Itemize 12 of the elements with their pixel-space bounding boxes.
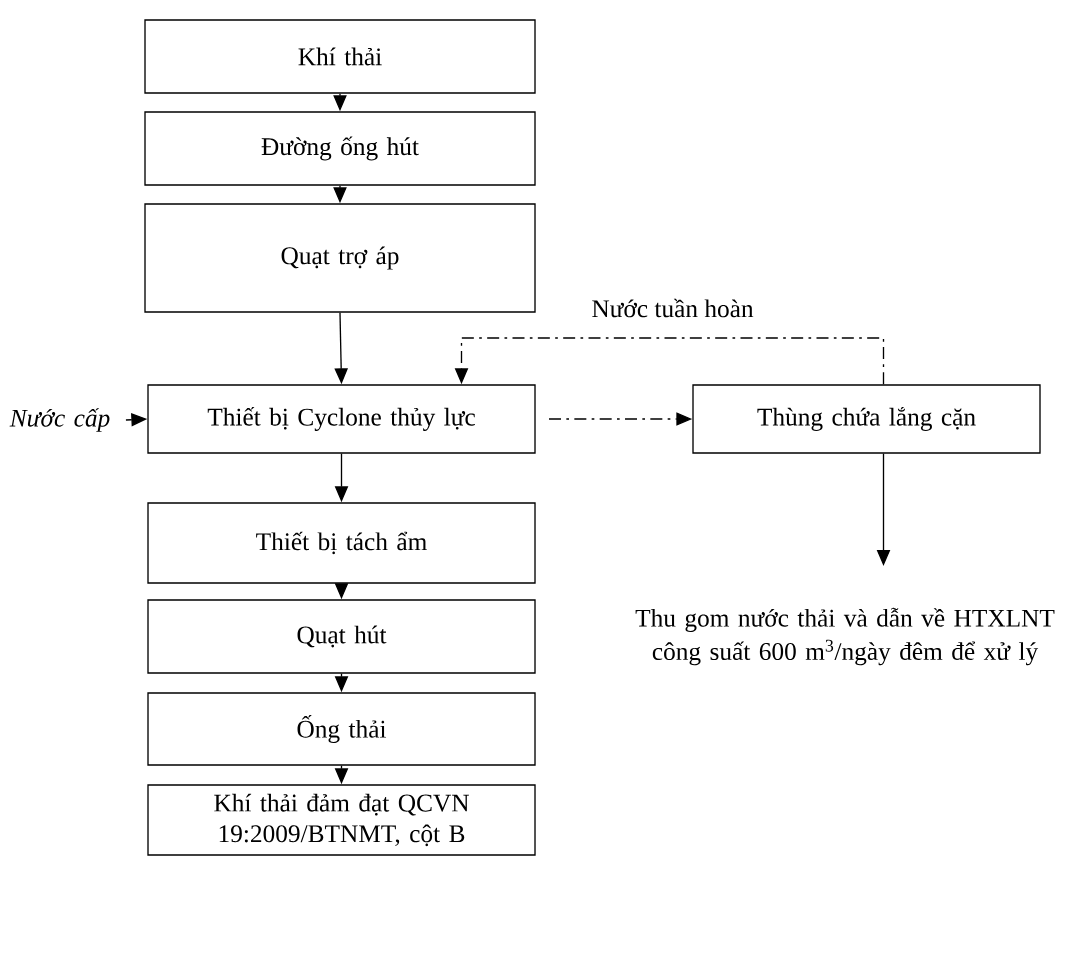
process-box: Khí thải đảm đạt QCVN 19:2009/BTNMT, cột B (147, 784, 536, 856)
input-text: Nước cấp (9, 408, 110, 432)
edge-label: Nước tuần hoàn (590, 297, 755, 319)
process-box: Ống thải (147, 692, 536, 766)
process-box: Quạt trợ áp (144, 203, 536, 313)
process-box: Thiết bị Cyclone thủy lực (147, 384, 536, 454)
process-box: Khí thải (144, 19, 536, 94)
process-box: Thùng chứa lắng cặn (692, 384, 1041, 454)
process-box: Thiết bị tách ẩm (147, 502, 536, 584)
process-box: Quạt hút (147, 599, 536, 674)
output-text: Thu gom nước thải và dẫn về HTXLNT công suất 600 m$^{3}$/ngày đêm để xử lý (635, 607, 1055, 666)
process-box: Đường ống hút (144, 111, 536, 186)
